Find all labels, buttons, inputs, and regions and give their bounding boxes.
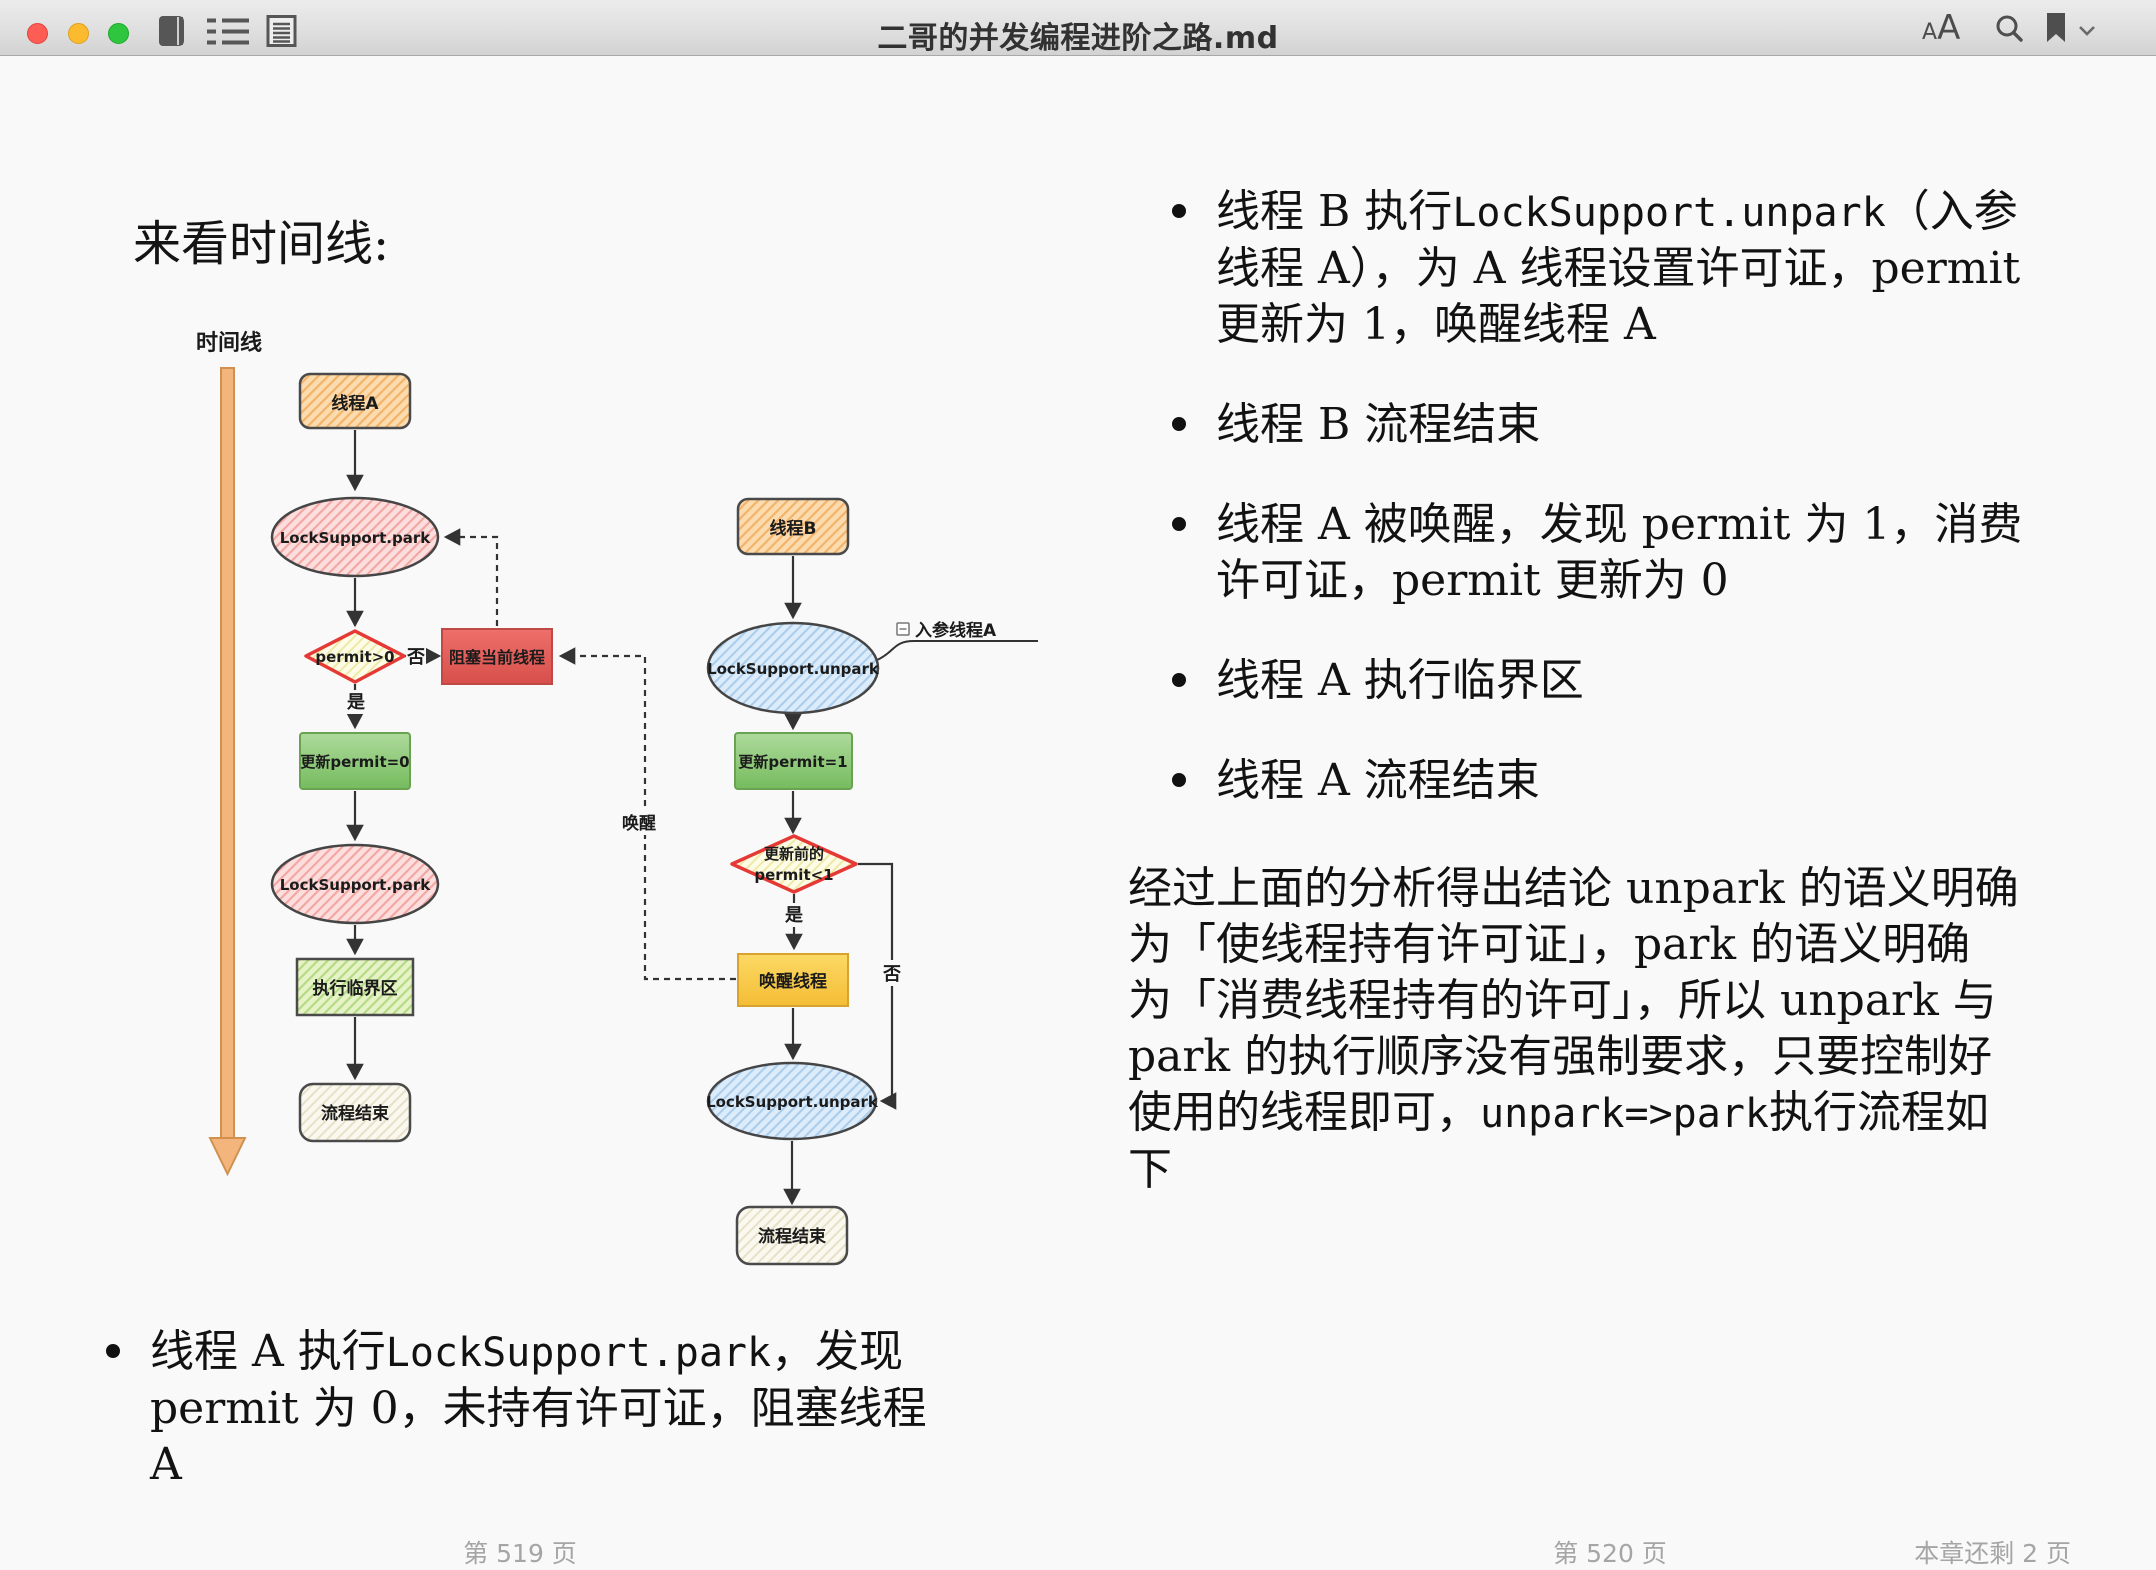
page-number-left: 第 519 页 bbox=[463, 1539, 577, 1568]
section-heading: 来看时间线: bbox=[133, 216, 390, 272]
node-end-a: 流程结束 bbox=[298, 1082, 412, 1143]
node-permit-check: permit>0 bbox=[304, 629, 406, 684]
svg-text:LockSupport.unpark: LockSupport.unpark bbox=[706, 1093, 879, 1111]
svg-text:线程A: 线程A bbox=[331, 393, 379, 414]
svg-text:线程B: 线程B bbox=[770, 518, 817, 539]
list-item: 线程 A 执行临界区 bbox=[1128, 653, 2088, 709]
small-a-glyph: A bbox=[1922, 20, 1938, 45]
edge-label-no-a: 否 bbox=[406, 644, 426, 668]
svg-text:入参线程A: 入参线程A bbox=[915, 620, 997, 641]
bullet-text: 线程 A 执行临界区 bbox=[1216, 655, 1584, 706]
svg-text:唤醒线程: 唤醒线程 bbox=[759, 971, 827, 992]
minimize-button[interactable] bbox=[68, 23, 89, 44]
chapter-pages-remaining: 本章还剩 2 页 bbox=[1914, 1539, 2071, 1568]
node-critical-section: 执行临界区 bbox=[295, 957, 415, 1017]
flow-connectors bbox=[346, 430, 1038, 1206]
svg-text:permit>0: permit>0 bbox=[315, 648, 394, 666]
node-thread-b: 线程B bbox=[736, 497, 850, 556]
svg-text:否: 否 bbox=[406, 647, 425, 668]
bullet-dot bbox=[1172, 673, 1186, 687]
flowchart-diagram: 时间线 bbox=[130, 246, 1090, 1286]
svg-text:LockSupport.unpark: LockSupport.unpark bbox=[707, 660, 880, 678]
svg-text:是: 是 bbox=[784, 905, 803, 926]
node-wake-thread: 唤醒线程 bbox=[737, 953, 849, 1007]
svg-text:执行临界区: 执行临界区 bbox=[313, 978, 398, 999]
svg-text:流程结束: 流程结束 bbox=[321, 1103, 389, 1124]
node-thread-a: 线程A bbox=[298, 372, 412, 430]
close-button[interactable] bbox=[27, 23, 48, 44]
list-item: 线程 B 流程结束 bbox=[1128, 397, 2088, 453]
font-size-button[interactable]: AA bbox=[1922, 8, 1960, 48]
svg-text:LockSupport.park: LockSupport.park bbox=[280, 876, 432, 894]
library-book-icon[interactable] bbox=[156, 15, 187, 51]
document-title: 二哥的并发编程进阶之路.md bbox=[877, 21, 1279, 56]
search-icon[interactable] bbox=[1995, 14, 2024, 47]
edge-label-no-b: 否 bbox=[880, 960, 904, 986]
bullet-dot bbox=[1172, 417, 1186, 431]
list-item: 线程 A 流程结束 bbox=[1128, 753, 2088, 809]
conclusion-paragraph: 经过上面的分析得出结论 unpark 的语义明确为「使线程持有许可证」，park… bbox=[1128, 863, 2019, 1195]
bookmark-icon[interactable] bbox=[2046, 13, 2066, 47]
document-view-icon[interactable] bbox=[266, 15, 297, 51]
svg-text:LockSupport.park: LockSupport.park bbox=[280, 529, 432, 547]
toc-list-icon[interactable] bbox=[207, 18, 249, 49]
svg-text:是: 是 bbox=[346, 692, 365, 713]
callout-param-thread-a: 入参线程A bbox=[896, 620, 997, 641]
bullet-dot bbox=[1172, 773, 1186, 787]
node-locksupport-unpark-1: LockSupport.unpark bbox=[706, 621, 880, 715]
svg-text:更新permit=0: 更新permit=0 bbox=[300, 753, 409, 771]
list-item: 线程 A 被唤醒，发现 permit 为 1，消费许可证，permit 更新为 … bbox=[1128, 497, 2088, 609]
edge-label-wake: 唤醒 bbox=[616, 809, 663, 835]
timeline-label: 时间线 bbox=[196, 330, 262, 356]
node-locksupport-park-1: LockSupport.park bbox=[270, 496, 440, 578]
svg-text:唤醒: 唤醒 bbox=[622, 813, 656, 834]
bullet-dot bbox=[1172, 517, 1186, 531]
node-permit-before-check: 更新前的 permit<1 bbox=[730, 834, 858, 894]
svg-text:否: 否 bbox=[882, 964, 901, 985]
reader-content: 来看时间线: bbox=[0, 56, 2156, 1570]
node-end-b: 流程结束 bbox=[735, 1205, 849, 1266]
zoom-button[interactable] bbox=[108, 23, 129, 44]
node-update-permit-0: 更新permit=0 bbox=[299, 732, 411, 790]
bullet-text: 线程 A 流程结束 bbox=[1216, 755, 1540, 806]
window-titlebar: 二哥的并发编程进阶之路.md AA bbox=[0, 0, 2156, 56]
large-a-glyph: A bbox=[1937, 8, 1961, 48]
bullet-text: 线程 B 流程结束 bbox=[1216, 399, 1541, 450]
right-page-text: 线程 B 执行LockSupport.unpark（入参线程 A），为 A 线程… bbox=[1128, 184, 2088, 1198]
node-locksupport-park-2: LockSupport.park bbox=[270, 843, 440, 925]
svg-text:更新permit=1: 更新permit=1 bbox=[738, 753, 847, 771]
edge-label-yes-a: 是 bbox=[344, 690, 366, 714]
svg-text:阻塞当前线程: 阻塞当前线程 bbox=[449, 648, 545, 667]
bullet-text: 线程 B 执行LockSupport.unpark（入参线程 A），为 A 线程… bbox=[1216, 186, 2021, 350]
node-block-thread: 阻塞当前线程 bbox=[441, 628, 553, 685]
bullet-text: 线程 A 被唤醒，发现 permit 为 1，消费许可证，permit 更新为 … bbox=[1216, 499, 2023, 606]
page-number-right: 第 520 页 bbox=[1553, 1539, 1667, 1568]
node-locksupport-unpark-2: LockSupport.unpark bbox=[706, 1061, 879, 1141]
edge-label-yes-b: 是 bbox=[783, 903, 805, 927]
svg-text:流程结束: 流程结束 bbox=[758, 1226, 826, 1247]
svg-text:permit<1: permit<1 bbox=[754, 866, 833, 884]
bullet-dot bbox=[1172, 204, 1186, 218]
list-item: 线程 B 执行LockSupport.unpark（入参线程 A），为 A 线程… bbox=[1128, 184, 2088, 353]
timeline-arrow: 时间线 bbox=[196, 330, 262, 1177]
svg-text:更新前的: 更新前的 bbox=[764, 845, 824, 863]
bullet-dot bbox=[106, 1344, 120, 1358]
chevron-down-icon[interactable] bbox=[2078, 22, 2096, 41]
node-update-permit-1: 更新permit=1 bbox=[734, 732, 853, 790]
